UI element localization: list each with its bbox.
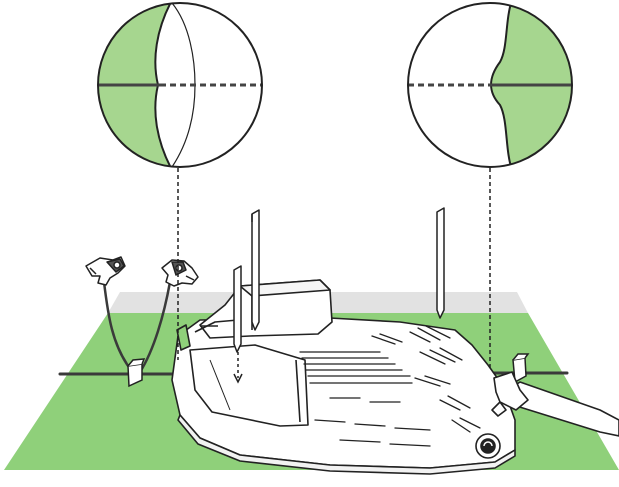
- wire-connector-icon: [162, 260, 198, 286]
- peg-icon: [234, 266, 241, 352]
- right-zoom-callout: [408, 0, 600, 170]
- left-zoom-callout: [90, 0, 262, 170]
- peg-icon: [252, 210, 259, 330]
- peg-icon: [437, 208, 444, 318]
- wire-connector-icon: [86, 257, 125, 285]
